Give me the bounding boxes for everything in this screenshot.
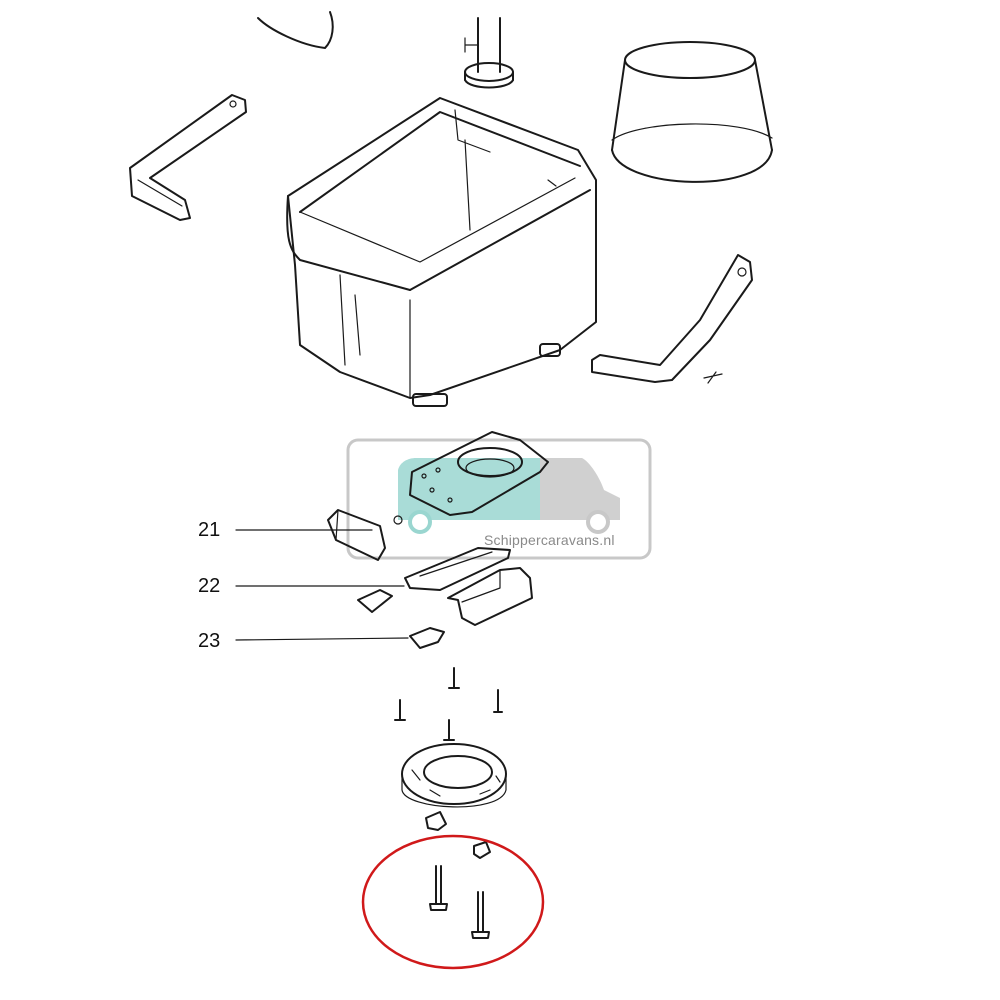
part-22 — [357, 547, 533, 626]
right-handle-part — [591, 254, 753, 384]
watermark-frame — [346, 438, 652, 560]
screw-set — [394, 667, 503, 741]
callout-21: 21 — [198, 519, 221, 541]
part-21 — [327, 509, 386, 561]
tank-body-part — [286, 97, 597, 407]
top-pipe-part — [464, 17, 514, 89]
seal-plate-part — [393, 431, 549, 525]
part-23 — [409, 627, 445, 649]
gasket-ring-part — [401, 743, 507, 808]
highlight-circle — [361, 834, 545, 970]
highlighted-bolts — [429, 865, 490, 939]
callout-leaders — [235, 529, 409, 641]
watermark-camper-icon — [398, 458, 540, 520]
cone-cover-part — [611, 41, 773, 183]
left-handle-part — [129, 94, 247, 221]
nut-parts — [425, 811, 491, 859]
top-left-partial-part — [257, 11, 334, 49]
callout-22: 22 — [198, 575, 221, 597]
watermark-text: Schippercaravans.nl — [484, 532, 615, 548]
callout-23: 23 — [198, 630, 221, 652]
